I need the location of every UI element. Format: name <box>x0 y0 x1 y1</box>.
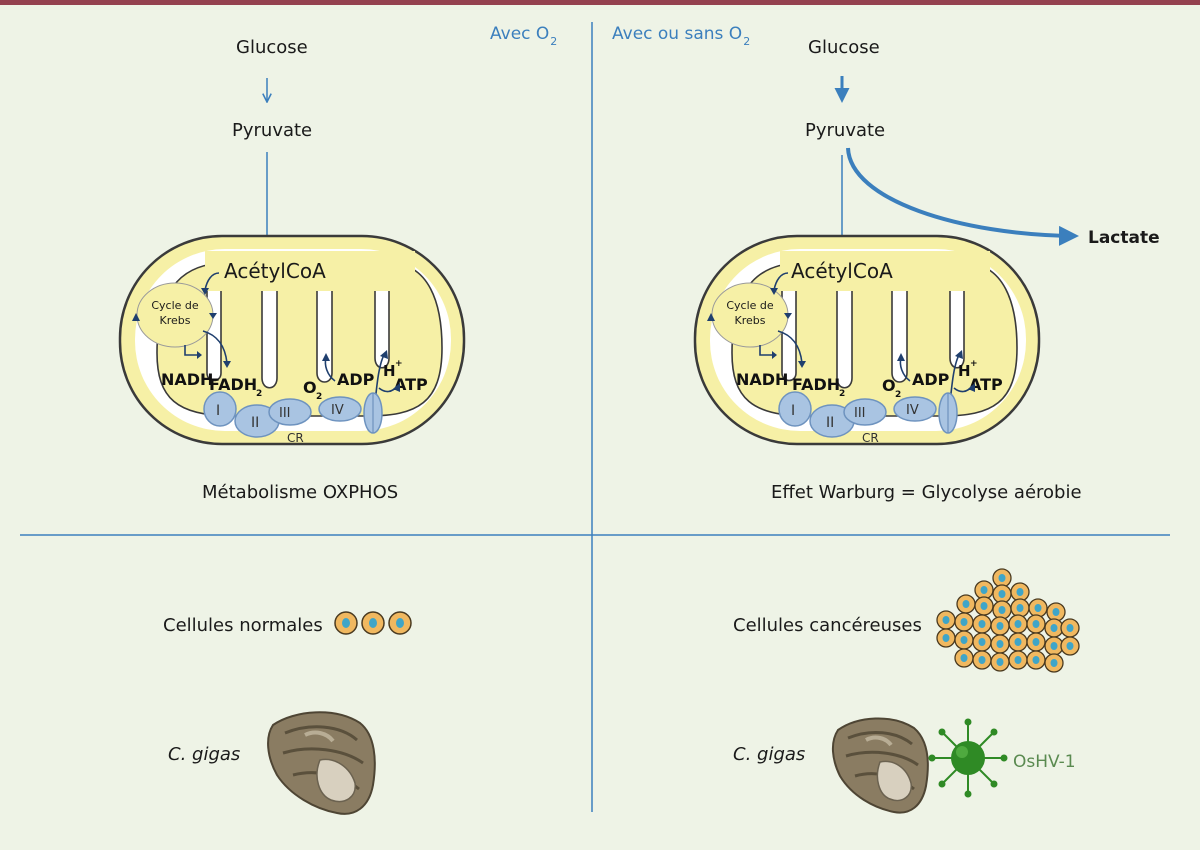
virus-label: OsHV-1 <box>1013 752 1076 772</box>
krebs-label-1: Cycle de <box>151 299 199 312</box>
fadh-label: FADH <box>209 375 257 394</box>
acetyl-label: AcétylCoA <box>224 259 326 283</box>
complex-4 <box>318 396 362 422</box>
organism-label-right: C. gigas <box>733 744 806 765</box>
fadh-label: FADH <box>792 375 840 394</box>
normal-cells-illustration <box>334 611 412 635</box>
complex-3-label: III <box>279 406 291 421</box>
o2-label: O <box>882 376 896 395</box>
krebs-to-fadh-arrow <box>202 330 228 364</box>
atp-label: ATP <box>969 375 1003 394</box>
oyster-icon-right <box>832 717 929 814</box>
complex-3 <box>268 398 312 426</box>
krebs-to-nadh-arrow <box>184 345 197 356</box>
adp-label: ADP <box>337 370 375 389</box>
glucose-label-left: Glucose <box>236 37 308 58</box>
o2-label: O <box>303 378 317 397</box>
virus-icon <box>928 718 1008 798</box>
svg-text:III: III <box>854 406 866 421</box>
h-superscript: + <box>395 359 403 369</box>
organism-label-left: C. gigas <box>168 744 241 765</box>
krebs-label-2: Krebs <box>160 314 191 327</box>
o2-subscript: 2 <box>895 390 901 400</box>
cancer-cells-illustration <box>936 568 1080 673</box>
mitochondrion-right: AcétylCoA Cycle de Krebs NADH FADH 2 O 2… <box>693 234 1041 446</box>
h-label: H <box>383 362 396 380</box>
acetyl-label: AcétylCoA <box>791 259 893 283</box>
fadh-subscript: 2 <box>256 389 262 399</box>
glucose-label-right: Glucose <box>808 37 880 58</box>
svg-text:IV: IV <box>906 403 919 418</box>
krebs-label-1: Cycle de <box>726 299 774 312</box>
svg-text:CR: CR <box>862 431 879 445</box>
left-condition-label: Avec O2 <box>490 24 558 48</box>
h-label: H <box>958 362 971 380</box>
krebs-marker-right <box>209 313 217 319</box>
acetyl-to-krebs-arrow <box>204 272 220 291</box>
svg-text:II: II <box>826 415 834 431</box>
o2-subscript: 2 <box>316 392 322 402</box>
h-superscript: + <box>970 359 978 369</box>
svg-text:I: I <box>791 403 795 419</box>
top-accent-bar <box>0 0 1200 5</box>
right-condition-label: Avec ou sans O2 <box>612 24 751 48</box>
acetyl-box <box>205 251 415 291</box>
complex-1-label: I <box>216 403 220 419</box>
lactate-label: Lactate <box>1088 228 1160 248</box>
left-caption: Métabolisme OXPHOS <box>202 482 399 503</box>
normal-cells-label: Cellules normales <box>163 615 323 636</box>
oyster-icon-left <box>267 711 376 815</box>
atp-label: ATP <box>394 375 428 394</box>
nadh-label: NADH <box>736 370 788 389</box>
complex-2-label: II <box>251 415 259 431</box>
cr-label: CR <box>287 431 304 445</box>
krebs-marker-left <box>132 313 140 321</box>
right-caption: Effet Warburg = Glycolyse aérobie <box>771 482 1082 503</box>
pyruvate-label-left: Pyruvate <box>232 120 313 141</box>
adp-label: ADP <box>912 370 950 389</box>
mitochondrion-left: AcétylCoA Cycle de Krebs NADH FADH 2 O 2… <box>118 234 466 446</box>
complex-1 <box>203 391 237 427</box>
krebs-label-2: Krebs <box>735 314 766 327</box>
pyruvate-label-right: Pyruvate <box>805 120 886 141</box>
complex-4-label: IV <box>331 403 344 418</box>
nadh-label: NADH <box>161 370 213 389</box>
cancer-cells-label: Cellules cancéreuses <box>733 615 922 636</box>
fadh-subscript: 2 <box>839 389 845 399</box>
pyruvate-to-lactate-arrow <box>846 147 1079 246</box>
